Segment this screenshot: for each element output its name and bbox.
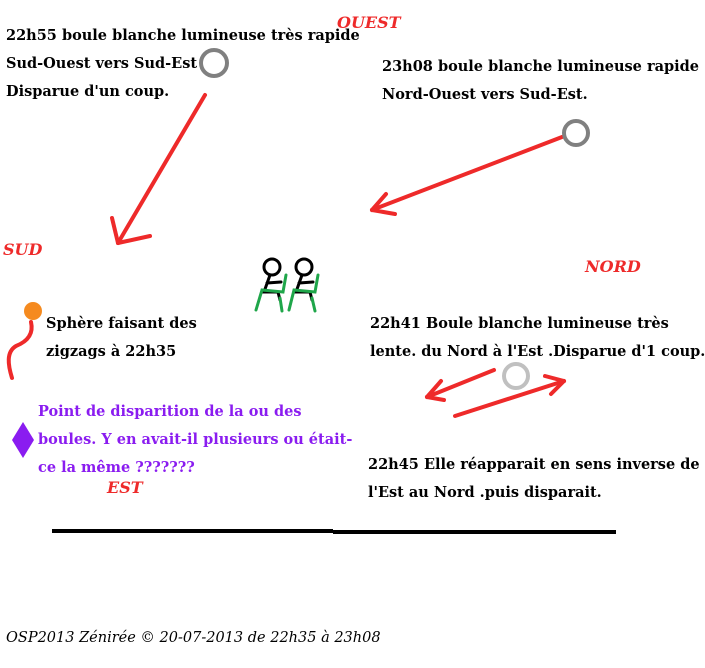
direction-label-ouest: OUEST: [337, 13, 401, 32]
direction-label-sud: SUD: [3, 240, 43, 259]
trajectory-arrow-22h41: [425, 368, 496, 402]
footer-credit: OSP2013 Zénirée © 20-07-2013 de 22h35 à …: [6, 630, 381, 646]
sky-diagram: [6, 48, 616, 534]
observation-22h55-line2: Sud-Ouest vers Sud-Est: [6, 55, 198, 72]
observation-22h55: 22h55 boule blanche lumineuse très rapid…: [6, 22, 360, 106]
observation-22h41: 22h41 Boule blanche lumineuse très lente…: [370, 310, 705, 366]
observation-22h35-line2: zigzags à 22h35: [46, 343, 177, 360]
observation-22h41-line2: lente. du Nord à l'Est .Disparue d'1 cou…: [370, 343, 705, 360]
observation-23h08: 23h08 boule blanche lumineuse rapide Nor…: [382, 53, 699, 109]
disappearance-question-line2: boules. Y en avait-il plusieurs ou était…: [38, 431, 353, 448]
disappearance-question: Point de disparition de la ou des boules…: [38, 398, 352, 482]
observation-22h45-line1: 22h45 Elle réapparait en sens inverse de: [368, 456, 700, 473]
disappearance-question-line3: ce la même ???????: [38, 459, 195, 476]
observation-22h55-line1: 22h55 boule blanche lumineuse très rapid…: [6, 27, 360, 44]
observation-22h35-line1: Sphère faisant des: [46, 315, 197, 332]
ball-icon-22h41: [502, 362, 530, 390]
disappearance-question-line1: Point de disparition de la ou des: [38, 403, 302, 420]
observers-icon: [254, 257, 320, 313]
zigzag-path: [6, 320, 34, 380]
observation-22h41-line1: 22h41 Boule blanche lumineuse très: [370, 315, 669, 332]
direction-label-nord: NORD: [585, 257, 641, 276]
observation-22h55-line3: Disparue d'un coup.: [6, 83, 170, 100]
ball-icon-22h55: [199, 48, 229, 78]
observation-22h35: Sphère faisant des zigzags à 22h35: [46, 310, 197, 366]
ball-icon-23h08: [562, 119, 590, 147]
trajectory-arrow-22h45: [453, 374, 566, 418]
trajectory-arrow-22h55: [110, 93, 207, 245]
observation-22h45-line2: l'Est au Nord .puis disparait.: [368, 484, 602, 501]
observation-23h08-line2: Nord-Ouest vers Sud-Est.: [382, 86, 588, 103]
disappearance-point-icon: [12, 422, 34, 458]
trajectory-arrow-23h08: [370, 135, 564, 216]
observation-22h45: 22h45 Elle réapparait en sens inverse de…: [368, 451, 700, 507]
orange-sphere-icon: [24, 302, 42, 320]
direction-label-est: EST: [107, 478, 143, 497]
observation-23h08-line1: 23h08 boule blanche lumineuse rapide: [382, 58, 700, 75]
